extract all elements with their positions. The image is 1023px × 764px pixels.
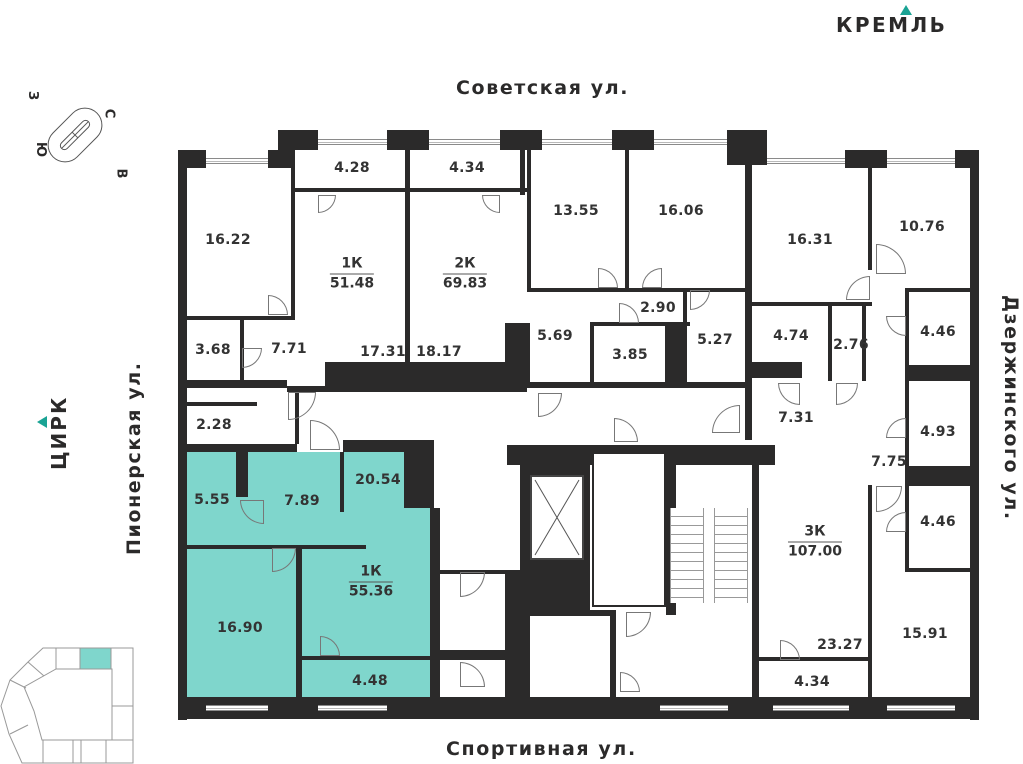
room-area: 5.55 [194, 492, 230, 508]
stairs-up [714, 508, 748, 603]
outer-wall-bottom [178, 697, 979, 719]
room-area: 16.31 [787, 232, 833, 248]
room-area: 3.85 [612, 347, 648, 363]
outer-wall-left [178, 150, 187, 720]
room-area: 4.93 [920, 424, 956, 440]
room-area: 16.06 [658, 203, 704, 219]
room-area: 4.48 [352, 673, 388, 689]
landmark-kremlin: КРЕМЛЬ [836, 13, 948, 37]
elevator [530, 475, 584, 560]
room-area: 13.55 [553, 203, 599, 219]
stairs-down [670, 508, 704, 603]
room-area: 17.31 [360, 344, 406, 360]
room-area: 18.17 [416, 344, 462, 360]
room-area: 23.27 [817, 637, 863, 653]
room-area: 4.46 [920, 324, 956, 340]
compass-icon [47, 107, 103, 163]
room-area: 10.76 [899, 219, 945, 235]
apartment-label-1k-55[interactable]: 1К 55.36 [348, 563, 394, 600]
room-area: 2.76 [833, 337, 869, 353]
room-area: 7.31 [778, 410, 814, 426]
room-area: 4.28 [334, 160, 370, 176]
room-area: 7.71 [271, 341, 307, 357]
room-area: 5.69 [537, 328, 573, 344]
room-area: 15.91 [902, 626, 948, 642]
room-area: 7.89 [284, 493, 320, 509]
room-area: 4.74 [773, 328, 809, 344]
room-area: 4.34 [794, 674, 830, 690]
circus-marker-icon [37, 416, 47, 428]
room-area: 7.75 [871, 454, 907, 470]
apartment-label-3k-107[interactable]: 3К 107.00 [787, 523, 843, 560]
street-bottom: Спортивная ул. [446, 738, 637, 760]
room-area: 4.46 [920, 514, 956, 530]
building-keyplan-icon [0, 647, 134, 764]
apartment-label-2k-69[interactable]: 2К 69.83 [442, 255, 488, 292]
street-top: Советская ул. [456, 77, 630, 99]
key-plan [0, 640, 140, 764]
apartment-label-1k-51[interactable]: 1К 51.48 [329, 255, 375, 292]
selected-apartment-area[interactable] [186, 452, 434, 697]
room-area: 3.68 [195, 342, 231, 358]
compass: З С Ю В [20, 80, 130, 190]
kremlin-marker-icon [900, 5, 912, 15]
room-area: 2.90 [640, 300, 676, 316]
room-area: 5.27 [697, 332, 733, 348]
elevator-cross-icon [534, 479, 580, 556]
room-area: 20.54 [355, 472, 401, 488]
room-area: 16.90 [217, 620, 263, 636]
room-area: 16.22 [205, 232, 251, 248]
room-area: 2.28 [196, 417, 232, 433]
outer-wall-right [970, 150, 979, 720]
room-area: 4.34 [449, 160, 485, 176]
